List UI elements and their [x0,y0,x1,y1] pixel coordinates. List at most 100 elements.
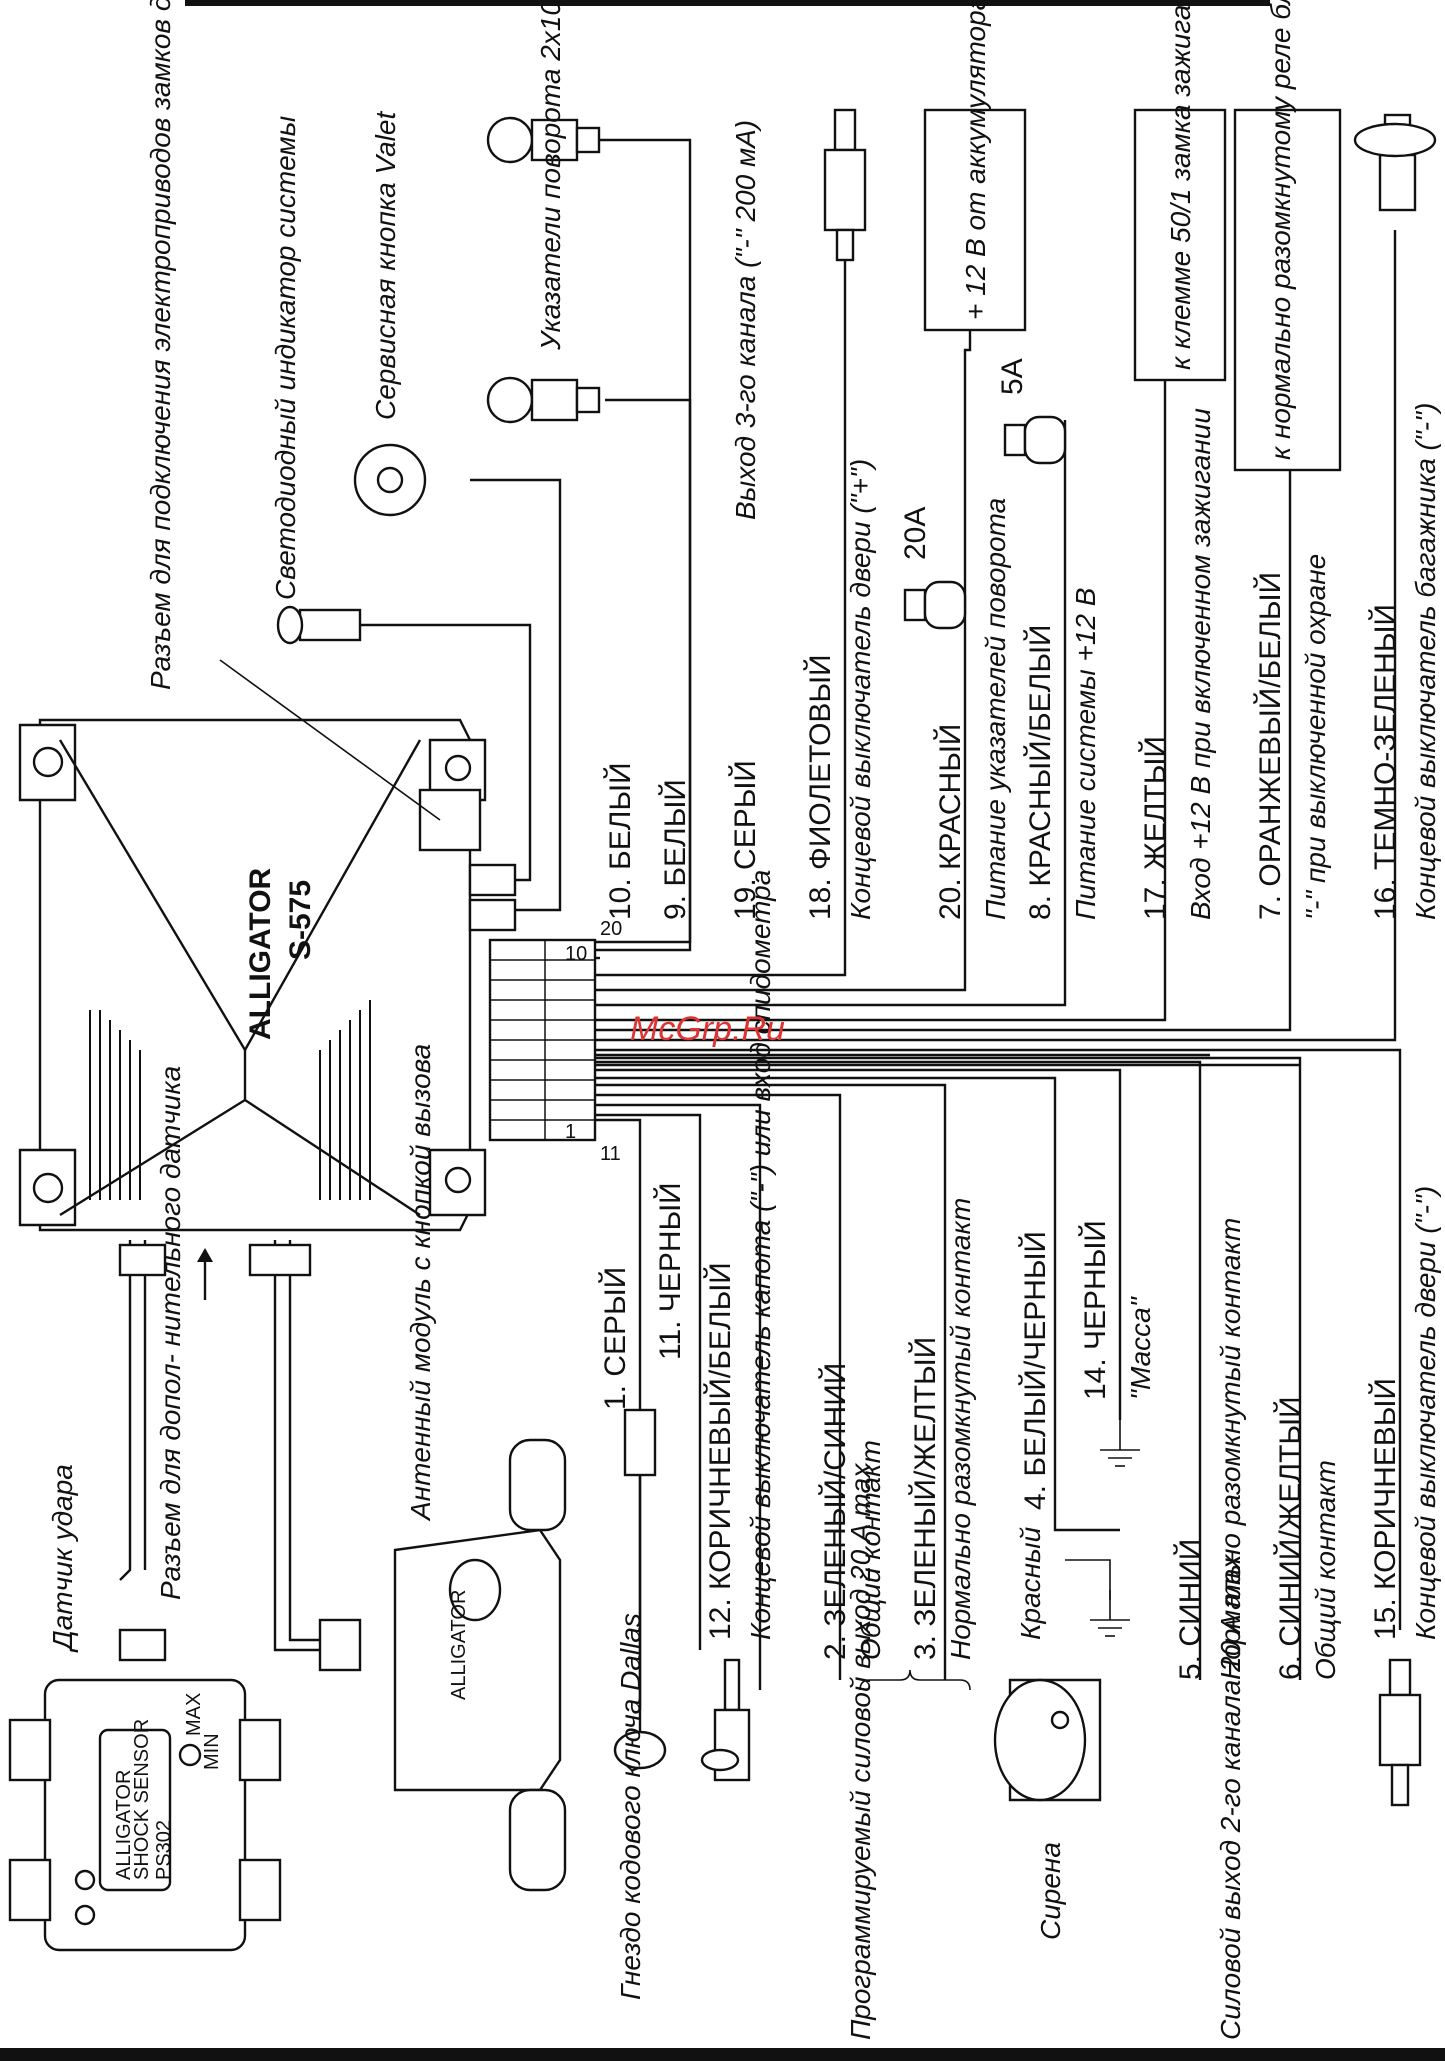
wire-8-desc: Питание системы +12 В [1070,588,1101,920]
wire-2-label: 2. ЗЕЛЕНЫЙ/СИНИЙ [818,1363,852,1660]
pin-11-label: 11 [600,1143,621,1165]
wire-1-label: 1. СЕРЫЙ [598,1267,632,1410]
fuse-5a-icon: 5A [996,358,1067,465]
top-rule [185,0,1270,6]
wire-5-desc: Нормально разомкнутый контакт [1215,1218,1246,1680]
fuse-20a-icon: 20A [899,507,967,630]
top-wires [360,138,1397,1067]
wire-18-label: 18. ФИОЛЕТОВЫЙ [803,654,837,920]
unit-brand: ALLIGATOR [244,867,277,1040]
battery-box [923,108,1027,332]
pin-10-label: 10 [565,943,587,965]
main-unit: ALLIGATOR S-575 [18,718,487,1232]
wire-20-label: 20. КРАСНЫЙ [933,724,967,920]
wire-2-desc: Общий контакт [855,1440,886,1660]
pin-20-label: 20 [600,918,622,940]
wire-4-label: 4. БЕЛЫЙ/ЧЕРНЫЙ [1018,1231,1052,1510]
wire-9-label: 9. БЕЛЫЙ [658,779,692,920]
dallas-socket [613,1408,667,1770]
fuse-5a-label: 5A [996,358,1029,395]
turn-bulb-icon-2 [486,116,601,164]
shock-sensor-label: Датчик удара [47,1464,78,1653]
turn-signals-label: Указатели поворота 2x10 A max [535,0,566,351]
starter-relay-label: к нормально разомкнутому реле блокировки… [1265,0,1296,460]
wire-6-desc: Общий контакт [1310,1460,1341,1680]
wire-7-label: 7. ОРАНЖЕВЫЙ/БЕЛЫЙ [1253,572,1287,920]
wire-14-label: 14. ЧЕРНЫЙ [1078,1220,1112,1400]
ch2-output-label: Силовой выход 2-го канала 20 A max [1215,1554,1246,2040]
labels: Датчик удара Разъем для допол- нительног… [47,0,1441,2040]
bottom-wires [595,1048,1402,1762]
turn-bulb-icon [486,376,601,424]
fuse-20a-label: 20A [899,507,932,560]
siren-icon [993,1559,1111,1802]
ground-icon-2 [1090,1590,1130,1637]
pin-1-label: 1 [565,1121,576,1143]
sensitivity-dial-icon [178,1743,202,1767]
door-lock-connector [418,788,482,852]
hood-switch-icon [700,1658,751,1782]
wire-16-desc: Концевой выключатель багажника ("-") [1410,403,1441,920]
wire-20-desc: Питание указателей поворота [980,498,1011,920]
wire-3-desc: Нормально разомкнутый контакт [945,1198,976,1660]
sensor-line2: SHOCK SENSOR [131,1719,153,1880]
led-indicator-icon [276,605,362,645]
wire-19-desc: Выход 3-го канала ("-" 200 мА) [730,120,761,520]
door-switch-icon [1378,1658,1422,1807]
wire-7-desc: "-" при выключенной охране [1300,554,1331,920]
unit-model: S-575 [284,880,317,960]
main-connector: 20 10 11 1 [488,918,622,1165]
battery-label: + 12 В от аккумулятора [960,0,991,320]
klemma-box [1133,108,1227,382]
antenna-cable-plug [318,1618,362,1672]
valet-connector [468,898,517,932]
prog-output-label: Программируемый силовой выход 20 A max [845,1463,876,2040]
arrow-head-icon [197,1248,213,1262]
bottom-rule [0,2048,1445,2061]
shock-sensor-plug [118,1243,167,1277]
wire-17-label: 17. ЖЕЛТЫЙ [1138,736,1172,920]
sensor-max: MAX [183,1693,205,1736]
dallas-label: Гнездо кодового ключа Dallas [615,1613,646,2000]
wire-3-label: 3. ЗЕЛЕНЫЙ/ЖЕЛТЫЙ [908,1337,942,1660]
extra-sensor-label: Разъем для допол- нительного датчика [155,1066,186,1600]
valet-button-icon [353,443,427,517]
led-connector [468,863,517,897]
antenna-brand: ALLIGATOR [448,1590,470,1700]
door-switch-top-icon [823,108,867,262]
wire-11-label: 11. ЧЕРНЫЙ [653,1182,687,1360]
wire-12-desc: Концевой выключатель капота ("-") или вх… [745,870,776,1640]
klemma-label: к клемме 50/1 замка зажигания [1165,0,1196,370]
siren-red-label: Красный [1015,1526,1046,1640]
sensor-brand: ALLIGATOR [113,1770,135,1880]
wire-18-desc: Концевой выключатель двери ("+") [845,459,876,920]
wire-17-desc: Вход +12 В при включенном зажигании [1185,408,1216,920]
sensor-min: MIN [201,1733,223,1770]
wire-16-label: 16. ТЕМНО-ЗЕЛЕНЫЙ [1368,604,1402,920]
antenna-plug [248,1243,312,1277]
siren-label: Сирена [1035,1842,1066,1940]
wire-8-label: 8. КРАСНЫЙ/БЕЛЫЙ [1023,625,1057,920]
trunk-switch-icon [1353,113,1437,212]
wire-19-label: 19. СЕРЫЙ [728,760,762,920]
watermark: McGrp.Ru [630,1010,785,1048]
wire-6-label: 6. СИНИЙ/ЖЕЛТЫЙ [1273,1396,1307,1680]
wire-15-label: 15. КОРИЧНЕВЫЙ [1368,1378,1402,1640]
sensor-model: PS302 [153,1820,175,1880]
ground-icon [1100,1420,1140,1467]
starter-relay-box [1233,108,1342,472]
wire-10-label: 10. БЕЛЫЙ [603,762,637,920]
call-button [448,1558,502,1622]
valet-label: Сервисная кнопка Valet [370,111,401,420]
antenna-label: Антенный модуль с кнопкой вызова [405,1044,436,1522]
wire-15-desc: Концевой выключатель двери ("-") [1410,1186,1441,1640]
led-label: Светодиодный индикатор системы [270,115,301,600]
wire-5-label: 5. СИНИЙ [1173,1539,1207,1680]
wire-14-desc: "Масса" [1125,1296,1156,1400]
door-locks-label: Разъем для подключения электроприводов з… [145,0,176,690]
shock-sensor: ALLIGATOR SHOCK SENSOR PS302 MAX MIN [8,1678,282,1952]
shock-sensor-cable-plug [118,1628,167,1662]
antenna-module: ALLIGATOR [393,1438,567,1892]
